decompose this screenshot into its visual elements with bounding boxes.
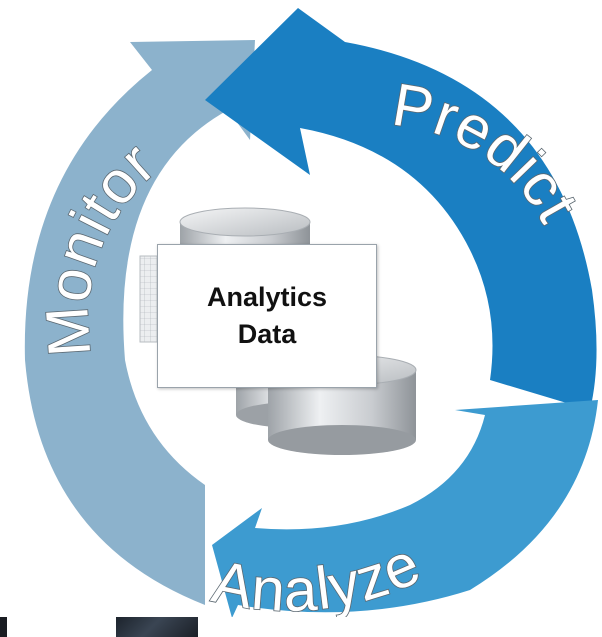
server-icon [116, 617, 198, 637]
bottom-strip [0, 617, 602, 637]
predict-arrow [205, 8, 597, 410]
analytics-data-card: Analytics Data [157, 244, 377, 388]
analyze-arrow [212, 400, 598, 618]
center-label-line1: Analytics [206, 282, 328, 312]
monitor-arrow [24, 40, 255, 605]
center-label-line2: Data [237, 319, 297, 349]
edge-block [0, 617, 7, 637]
